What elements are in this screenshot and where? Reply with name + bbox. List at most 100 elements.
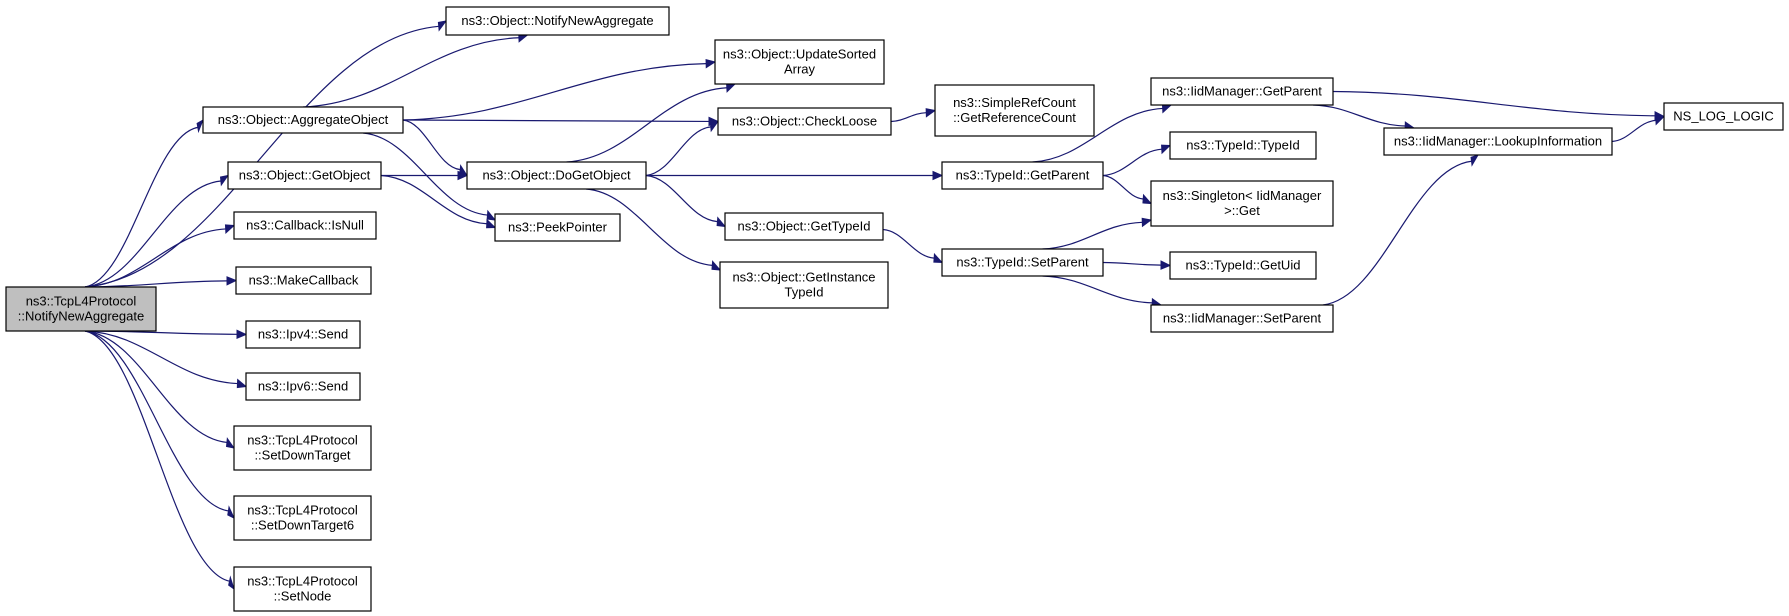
edge-line: [84, 228, 226, 288]
call-edge-getobject-to-peekpointer: [380, 174, 497, 229]
node-label: ns3::TypeId::TypeId: [1186, 138, 1299, 153]
node-label: ns3::TcpL4Protocol: [247, 433, 358, 448]
call-edge-aggregate-to-peekpointer: [362, 132, 497, 221]
edge-line: [645, 174, 718, 223]
node-label: ns3::IidManager::SetParent: [1163, 311, 1322, 326]
edge-line: [1102, 261, 1162, 266]
node-label: ns3::PeekPointer: [508, 220, 608, 235]
arrowhead-icon: [705, 58, 717, 69]
node-dogetobject[interactable]: ns3::Object::DoGetObject: [466, 161, 647, 190]
node-label: ns3::Object::CheckLoose: [732, 114, 877, 129]
arrowhead-icon: [224, 224, 236, 235]
edge-line: [1611, 119, 1656, 143]
node-label: ns3::TcpL4Protocol: [26, 294, 137, 309]
node-typeid-getparent[interactable]: ns3::TypeId::GetParent: [941, 161, 1104, 190]
node-setnode[interactable]: ns3::TcpL4Protocol::SetNode: [233, 566, 372, 612]
node-makecallback[interactable]: ns3::MakeCallback: [235, 266, 372, 295]
node-box: [1663, 102, 1784, 131]
node-iid-getparent[interactable]: ns3::IidManager::GetParent: [1150, 77, 1334, 106]
edge-line: [84, 180, 221, 288]
node-iid-setparent[interactable]: ns3::IidManager::SetParent: [1150, 304, 1334, 333]
edge-line: [402, 119, 461, 171]
arrowhead-icon: [1161, 103, 1173, 114]
node-isnull[interactable]: ns3::Callback::IsNull: [233, 211, 377, 240]
edge-line: [585, 188, 713, 266]
node-label: ns3::TypeId::SetParent: [956, 255, 1089, 270]
node-root: ns3::TcpL4Protocol::NotifyNewAggregate: [5, 286, 157, 332]
node-checkloose[interactable]: ns3::Object::CheckLoose: [717, 107, 892, 136]
node-label: NS_LOG_LOGIC: [1673, 109, 1773, 124]
node-typeid-typeid[interactable]: ns3::TypeId::TypeId: [1169, 131, 1317, 160]
node-label: ::NotifyNewAggregate: [18, 309, 144, 324]
node-typeid-getuid[interactable]: ns3::TypeId::GetUid: [1169, 251, 1317, 280]
node-ns-log-logic[interactable]: NS_LOG_LOGIC: [1663, 102, 1784, 131]
node-box: [235, 266, 372, 295]
call-edge-root-to-setdowntarget: [84, 330, 236, 449]
arrowhead-icon: [219, 174, 230, 187]
node-box: [1169, 131, 1317, 160]
node-iid-lookup[interactable]: ns3::IidManager::LookupInformation: [1383, 127, 1613, 156]
node-peekpointer[interactable]: ns3::PeekPointer: [494, 213, 621, 242]
arrowhead-icon: [711, 260, 722, 271]
arrowhead-icon: [1142, 193, 1153, 205]
call-edge-dogetobject-to-getinstancetypeid: [585, 188, 722, 271]
node-label: ns3::Object::DoGetObject: [482, 168, 631, 183]
node-label: ns3::TcpL4Protocol: [247, 503, 358, 518]
node-label: ns3::Object::GetObject: [239, 168, 371, 183]
edge-line: [1332, 90, 1656, 117]
call-edge-typeid_getparent-to-singleton_get: [1102, 174, 1153, 205]
call-edge-typeid_setparent-to-typeid_getuid: [1102, 260, 1172, 270]
node-gettypeid[interactable]: ns3::Object::GetTypeId: [724, 212, 884, 241]
arrowhead-icon: [1470, 154, 1480, 167]
node-label: ns3::Callback::IsNull: [246, 218, 364, 233]
call-edge-typeid_setparent-to-singleton_get: [1042, 217, 1153, 250]
node-box: [934, 84, 1095, 137]
node-ipv6send[interactable]: ns3::Ipv6::Send: [245, 372, 361, 401]
node-box: [5, 286, 157, 332]
node-getrefcount[interactable]: ns3::SimpleRefCount::GetReferenceCount: [934, 84, 1095, 137]
edge-line: [1032, 107, 1163, 163]
node-label: ns3::Object::AggregateObject: [218, 112, 389, 127]
node-setdowntarget[interactable]: ns3::TcpL4Protocol::SetDownTarget: [233, 425, 372, 471]
node-ipv4send[interactable]: ns3::Ipv4::Send: [245, 320, 361, 349]
node-box: [1169, 251, 1317, 280]
arrowhead-icon: [932, 170, 944, 181]
node-aggregate[interactable]: ns3::Object::AggregateObject: [202, 106, 404, 134]
edge-line: [1312, 104, 1406, 127]
node-label: ns3::Object::UpdateSorted: [723, 47, 876, 62]
call-edge-root-to-getobject: [84, 174, 230, 288]
node-setdowntarget6[interactable]: ns3::TcpL4Protocol::SetDownTarget6: [233, 495, 372, 541]
arrowhead-icon: [227, 505, 236, 520]
edge-line: [1042, 275, 1153, 304]
edge-line: [380, 174, 487, 225]
node-label: ns3::TcpL4Protocol: [247, 574, 358, 589]
node-label: ns3::TypeId::GetParent: [956, 168, 1090, 183]
edge-line: [402, 119, 710, 123]
node-getobject[interactable]: ns3::Object::GetObject: [227, 161, 382, 190]
edge-line: [1042, 221, 1143, 250]
node-box: [1150, 180, 1334, 227]
node-box: [245, 320, 361, 349]
edge-line: [84, 126, 198, 288]
node-label: ns3::Object::GetTypeId: [738, 219, 871, 234]
call-edge-root-to-makecallback: [84, 276, 238, 288]
call-edge-root-to-ipv6send: [84, 330, 248, 389]
call-edge-aggregate-to-obj_notify: [302, 33, 529, 108]
call-nodes: ns3::TcpL4Protocol::NotifyNewAggregatens…: [5, 6, 1784, 612]
node-singleton-get[interactable]: ns3::Singleton< IidManager>::Get: [1150, 180, 1334, 227]
call-edge-dogetobject-to-gettypeid: [645, 174, 727, 228]
call-edge-dogetobject-to-updatesorted: [566, 83, 737, 163]
node-typeid-setparent[interactable]: ns3::TypeId::SetParent: [941, 248, 1104, 277]
node-label: ::SetNode: [274, 589, 332, 604]
edge-line: [890, 112, 927, 123]
node-label: >::Get: [1224, 203, 1260, 218]
node-obj-notify[interactable]: ns3::Object::NotifyNewAggregate: [445, 6, 670, 36]
node-label: ns3::Ipv4::Send: [258, 327, 348, 342]
edge-line: [882, 228, 935, 259]
call-edge-checkloose-to-getrefcount: [890, 108, 937, 123]
edge-line: [84, 330, 230, 582]
node-label: ns3::TypeId::GetUid: [1186, 258, 1301, 273]
